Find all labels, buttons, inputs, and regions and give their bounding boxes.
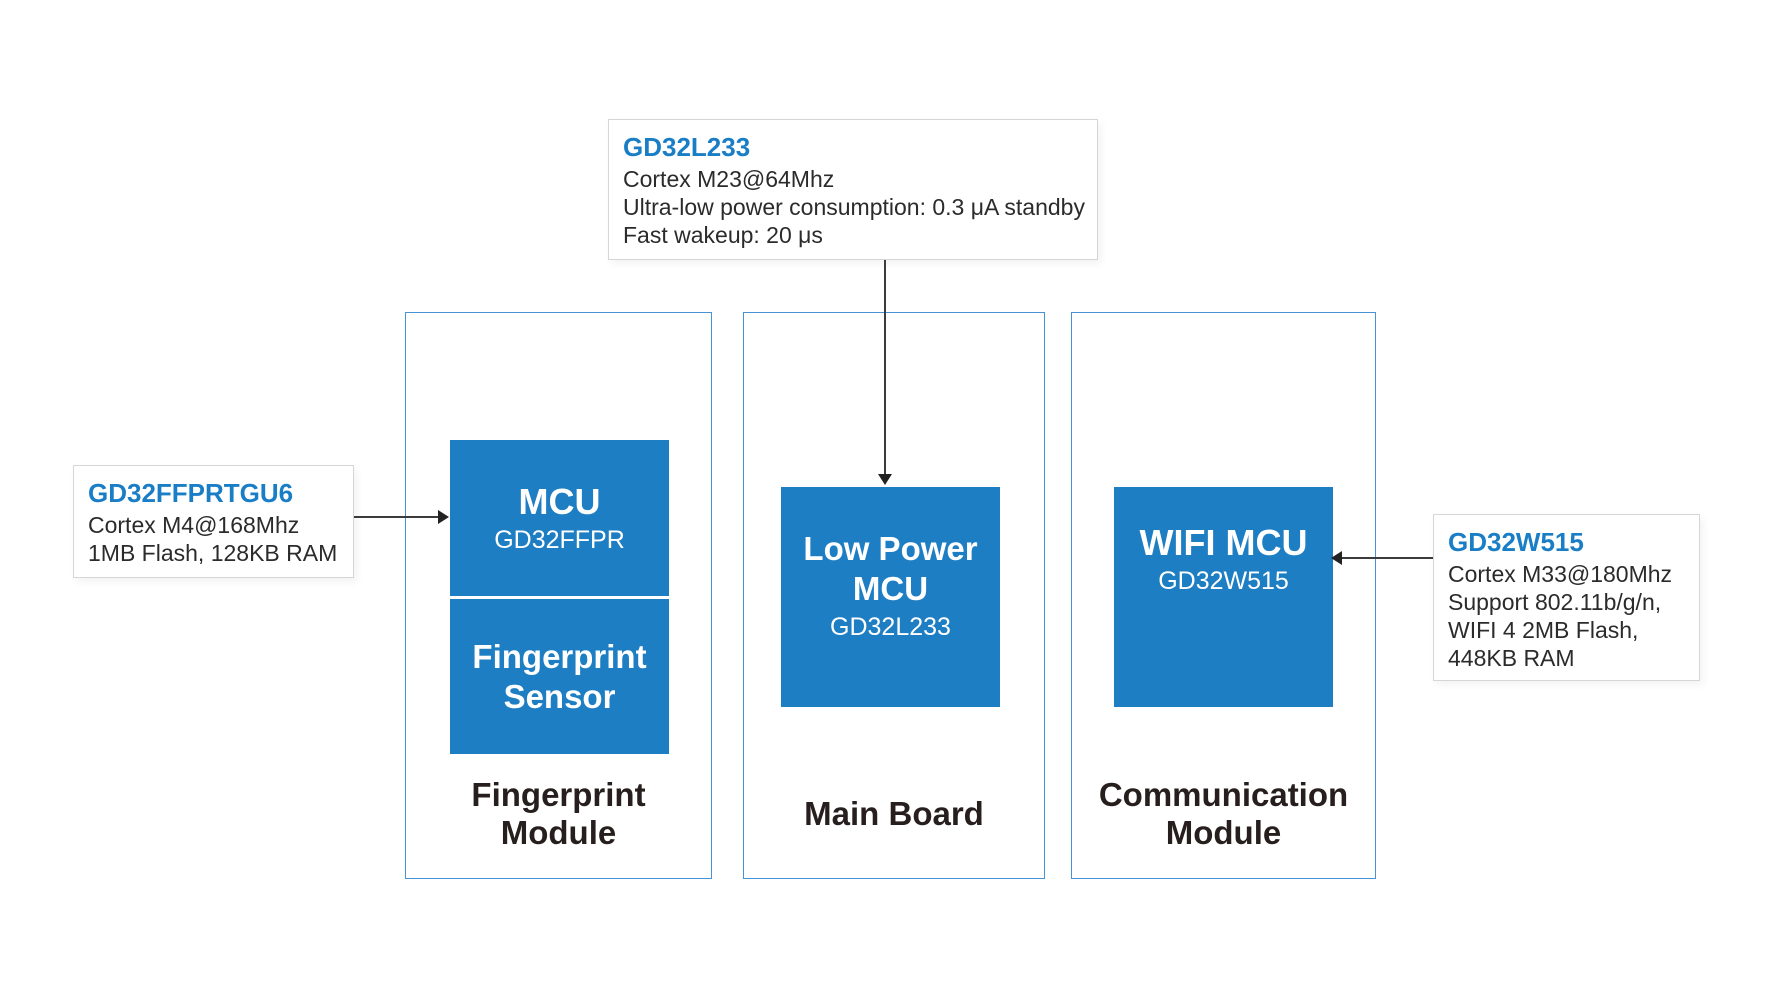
chip-part-number: GD32L233 <box>830 612 951 641</box>
callout-spec-line: Fast wakeup: 20 μs <box>623 222 823 248</box>
chip-title: WIFI MCU <box>1139 521 1308 563</box>
chip-mcu-block: MCU GD32FFPR <box>450 440 669 596</box>
chip-title: MCU <box>518 480 601 522</box>
chip-title-line: Fingerprint <box>472 637 647 675</box>
chip-low-power-mcu: Low Power MCU GD32L233 <box>781 487 1000 707</box>
arrow-top-callout-to-low-power-mcu <box>884 260 886 474</box>
module-label-line: Module <box>1165 814 1282 851</box>
chip-divider <box>450 596 669 599</box>
module-label-line: Fingerprint <box>471 776 646 813</box>
chip-fingerprint-mcu-sensor: MCU GD32FFPR Fingerprint Sensor <box>450 440 669 754</box>
arrow-right-callout-to-wifi-mcu <box>1342 557 1433 559</box>
callout-spec-line: WIFI 4 2MB Flash, <box>1448 617 1639 643</box>
module-fingerprint: MCU GD32FFPR Fingerprint Sensor Fingerpr… <box>405 312 712 879</box>
callout-spec-line: 1MB Flash, 128KB RAM <box>88 540 338 566</box>
module-main-board: Low Power MCU GD32L233 Main Board <box>743 312 1045 879</box>
arrow-left-callout-to-mcu <box>354 516 438 518</box>
arrowhead-down-icon <box>878 474 892 485</box>
callout-spec-line: Ultra-low power consumption: 0.3 μA stan… <box>623 194 1085 220</box>
module-label-main-board: Main Board <box>804 795 984 832</box>
callout-gd32ffprtgu6: GD32FFPRTGU6 Cortex M4@168Mhz 1MB Flash,… <box>73 465 354 578</box>
chip-title-line: Low Power <box>803 529 978 567</box>
module-label-line: Module <box>500 814 617 851</box>
callout-spec-line: Cortex M4@168Mhz <box>88 512 300 538</box>
module-label-communication: Communication Module <box>1072 776 1375 852</box>
callout-title: GD32FFPRTGU6 <box>88 478 294 508</box>
chip-part-number: GD32FFPR <box>494 525 625 554</box>
callout-spec-line: Cortex M33@180Mhz <box>1448 561 1673 587</box>
chip-title-line: Sensor <box>503 677 616 715</box>
module-label-line: Communication <box>1098 776 1349 813</box>
chip-title-line: MCU <box>852 569 929 607</box>
arrowhead-right-icon <box>438 510 449 524</box>
module-communication: WIFI MCU GD32W515 Communication Module <box>1071 312 1376 879</box>
chip-wifi-mcu: WIFI MCU GD32W515 <box>1114 487 1333 707</box>
chip-fingerprint-sensor-block: Fingerprint Sensor <box>450 599 669 754</box>
module-label-fingerprint: Fingerprint Module <box>406 776 711 852</box>
callout-spec-line: Cortex M23@64Mhz <box>623 166 835 192</box>
callout-spec-line: Support 802.11b/g/n, <box>1448 589 1662 615</box>
chip-part-number: GD32W515 <box>1158 566 1289 595</box>
callout-spec-line: 448KB RAM <box>1448 645 1575 671</box>
callout-gd32w515: GD32W515 Cortex M33@180Mhz Support 802.1… <box>1433 514 1700 681</box>
callout-gd32l233: GD32L233 Cortex M23@64Mhz Ultra-low powe… <box>608 119 1098 260</box>
arrowhead-left-icon <box>1331 551 1342 565</box>
callout-title: GD32W515 <box>1448 527 1584 557</box>
callout-title: GD32L233 <box>623 132 751 162</box>
